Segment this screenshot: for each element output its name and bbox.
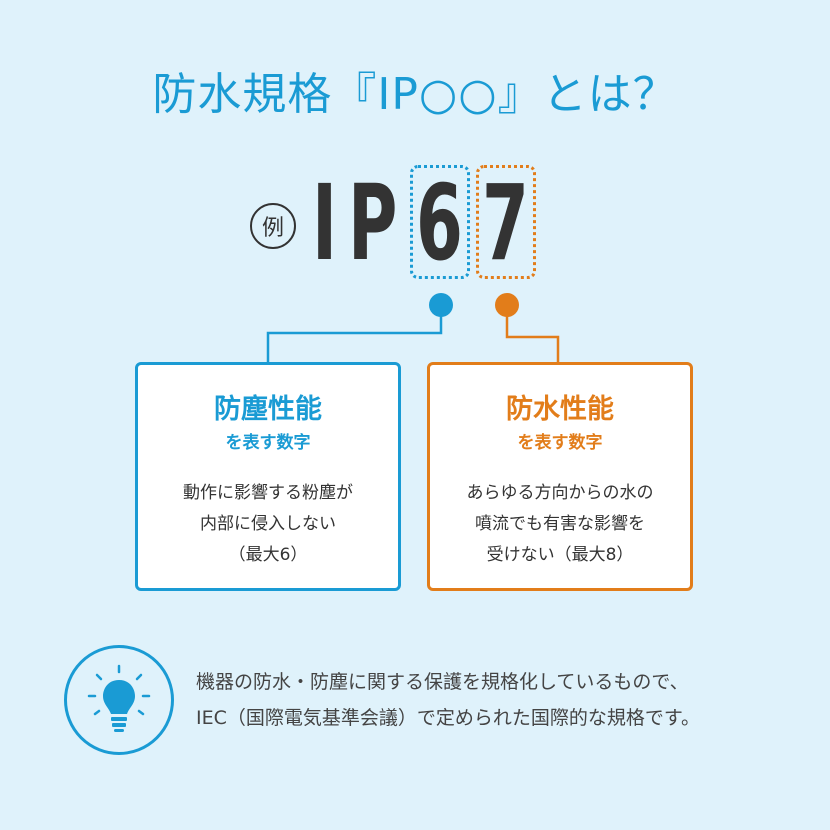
- dust-digit-highlight: [410, 165, 470, 279]
- water-card-title: 防水性能: [506, 394, 614, 425]
- note-line: 機器の防水・防塵に関する保護を規格化しているもので、: [196, 671, 689, 693]
- dust-card-title: 防塵性能: [214, 394, 322, 425]
- dust-desc-line: 内部に侵入しない: [200, 514, 336, 534]
- dust-desc-line: 動作に影響する粉塵が: [183, 483, 353, 503]
- water-connector-line: [505, 306, 560, 362]
- dust-desc-line: （最大6）: [228, 545, 308, 565]
- example-badge: 例: [250, 203, 296, 249]
- water-desc-line: あらゆる方向からの水の: [466, 483, 654, 503]
- dust-card-description: 動作に影響する粉塵が 内部に侵入しない （最大6）: [138, 478, 398, 571]
- water-digit-highlight: [476, 165, 536, 279]
- light-bulb-icon: [64, 645, 174, 755]
- ip-digit-dust: 6: [416, 162, 463, 284]
- ip-letter-p: P: [348, 162, 398, 284]
- dust-connector-dot: [429, 293, 453, 317]
- water-card-description: あらゆる方向からの水の 噴流でも有害な影響を 受けない（最大8）: [430, 478, 690, 571]
- ip-letter-i: I: [312, 162, 338, 284]
- note-line: IEC（国際電気基準会議）で定められた国際的な規格です。: [196, 707, 700, 729]
- ip-digit-water: 7: [482, 162, 529, 284]
- water-desc-line: 噴流でも有害な影響を: [475, 514, 645, 534]
- dust-card: 防塵性能 を表す数字 動作に影響する粉塵が 内部に侵入しない （最大6）: [135, 362, 401, 591]
- water-card: 防水性能 を表す数字 あらゆる方向からの水の 噴流でも有害な影響を 受けない（最…: [427, 362, 693, 591]
- water-connector-dot: [495, 293, 519, 317]
- water-card-subtitle: を表す数字: [517, 433, 603, 453]
- dust-connector-line: [266, 306, 443, 362]
- dust-card-subtitle: を表す数字: [225, 433, 311, 453]
- water-desc-line: 受けない（最大8）: [486, 545, 634, 565]
- note-text: 機器の防水・防塵に関する保護を規格化しているもので、 IEC（国際電気基準会議）…: [196, 664, 700, 736]
- page-title: 防水規格『IP○○』とは？: [152, 69, 678, 120]
